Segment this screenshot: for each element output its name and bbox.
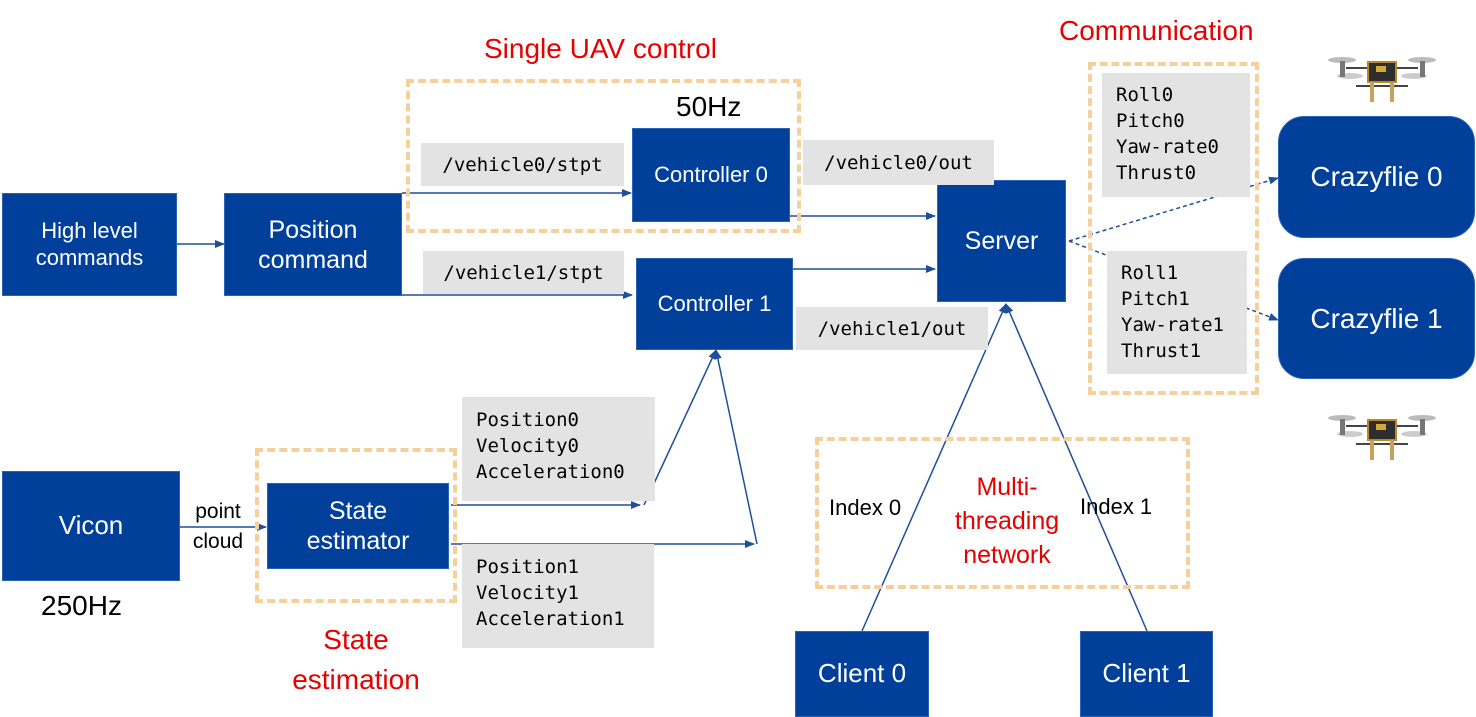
node-vicon: Vicon	[2, 471, 180, 581]
node-crazyflie-1: Crazyflie 1	[1278, 258, 1475, 379]
topic-state0: Position0 Velocity0 Acceleration0	[462, 397, 655, 501]
rate-label-controller: 50Hz	[676, 91, 742, 122]
edge-client0-to-server	[861, 303, 1007, 632]
edge-label-index-0: Index 0	[829, 495, 902, 520]
node-client-1: Client 1	[1080, 631, 1213, 717]
node-label: Crazyflie 1	[1310, 302, 1443, 334]
node-label: State estimator	[306, 497, 410, 555]
group-title-communication: Communication	[1059, 15, 1254, 46]
topic-vehicle0-stpt: /vehicle0/stpt	[421, 143, 624, 186]
rate-label-vicon: 250Hz	[41, 590, 122, 621]
node-crazyflie-0: Crazyflie 0	[1278, 116, 1475, 238]
node-label: High level commands	[35, 218, 144, 270]
group-single-uav-control	[406, 79, 801, 233]
edge-state0-to-controller1	[643, 349, 717, 506]
group-state-estimation	[255, 448, 457, 603]
group-title-single-uav-control: Single UAV control	[484, 33, 717, 64]
node-state-estimator: State estimator	[267, 483, 449, 569]
edge-server-to-crazyflie1	[1068, 240, 1279, 321]
node-label: Client 0	[817, 658, 907, 689]
node-label: Server	[964, 227, 1039, 255]
node-controller-0: Controller 0	[632, 128, 790, 222]
group-title-multithreading: Multi-threading network	[954, 473, 1060, 569]
edge-label-index-1: Index 1	[1080, 494, 1153, 519]
group-title-state-estimation: State estimation	[292, 624, 420, 695]
node-high-level-commands: High level commands	[2, 193, 177, 296]
group-multithreading-network	[815, 437, 1190, 589]
topic-vehicle1-out: /vehicle1/out	[796, 307, 988, 350]
node-client-0: Client 0	[795, 631, 929, 717]
node-label: Controller 1	[657, 290, 772, 316]
group-communication	[1088, 62, 1259, 395]
edge-label-point-cloud: point cloud	[192, 500, 244, 553]
edge-state1-to-controller1	[713, 349, 758, 545]
node-label: Position command	[258, 215, 368, 274]
topic-command0: Roll0 Pitch0 Yaw-rate0 Thrust0	[1102, 73, 1250, 197]
quadrotor-drone-icon	[1328, 415, 1436, 460]
topic-vehicle1-stpt: /vehicle1/stpt	[423, 251, 624, 294]
node-label: Controller 0	[654, 161, 768, 187]
topic-command1: Roll1 Pitch1 Yaw-rate1 Thrust1	[1107, 251, 1247, 374]
node-label: Crazyflie 0	[1310, 161, 1443, 193]
quadrotor-drone-icon	[1328, 57, 1436, 102]
node-position-command: Position command	[224, 193, 402, 296]
topic-state1: Position1 Velocity1 Acceleration1	[462, 544, 654, 648]
node-label: Vicon	[58, 510, 124, 541]
node-controller-1: Controller 1	[636, 258, 793, 350]
edge-server-to-crazyflie0	[1068, 176, 1279, 242]
edge-client1-to-server	[1005, 303, 1148, 632]
topic-vehicle0-out: /vehicle0/out	[803, 140, 994, 185]
node-server: Server	[937, 180, 1066, 302]
node-label: Client 1	[1102, 658, 1191, 689]
